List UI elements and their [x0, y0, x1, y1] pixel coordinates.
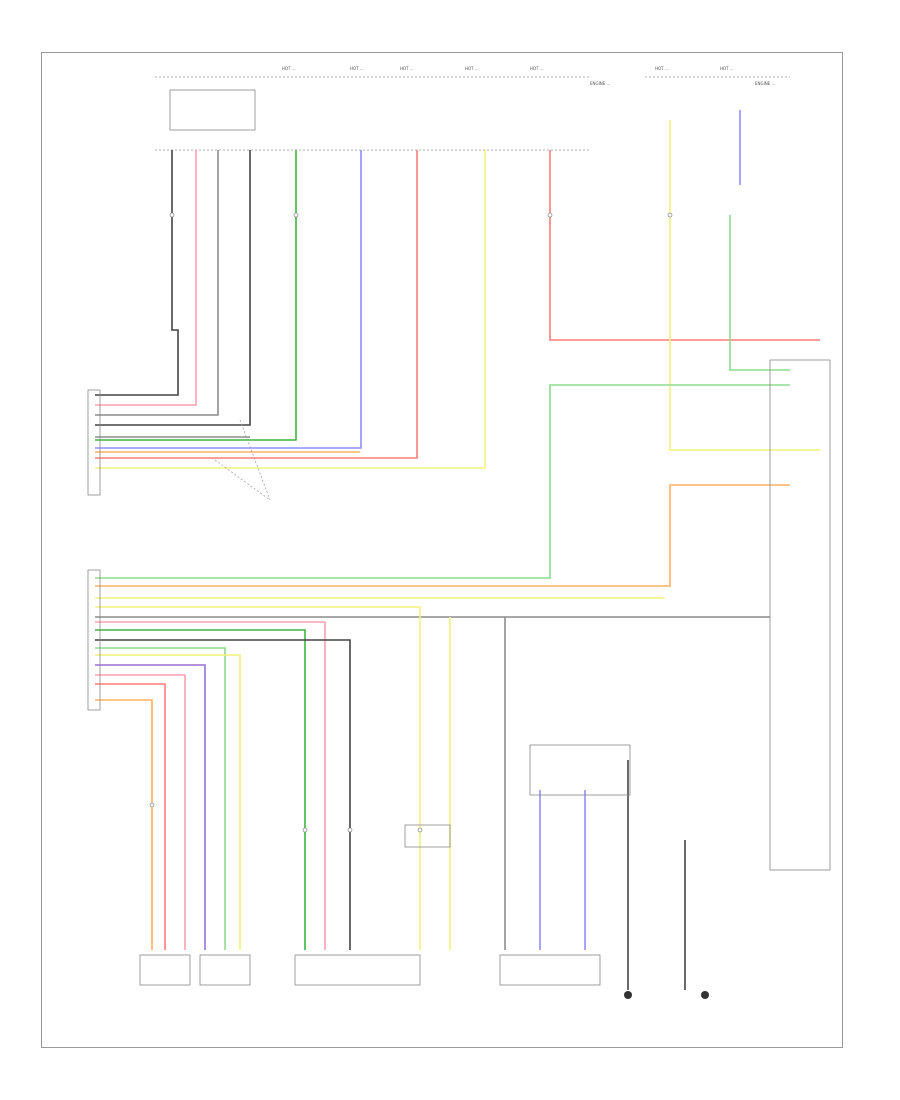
ground-1: [624, 991, 632, 999]
middle-wires: [95, 384, 790, 990]
svg-text:HOT ...: HOT ...: [400, 66, 414, 71]
wire-red-2: [549, 150, 820, 341]
sensor-b-box: [199, 954, 251, 986]
connector-pins: [149, 212, 673, 833]
sensor-a-box: [139, 954, 191, 986]
wire-black-3: [95, 639, 351, 950]
wire-orange-4: [95, 699, 153, 950]
svg-text:ENGINE ...: ENGINE ...: [590, 81, 610, 86]
wire-pink-4: [95, 674, 186, 950]
svg-text:HOT ...: HOT ...: [530, 66, 544, 71]
svg-text:HOT ...: HOT ...: [465, 66, 479, 71]
main-relay-box: [169, 89, 256, 131]
ground-2: [701, 991, 709, 999]
diagram-border: [41, 52, 843, 1048]
fuse-labels: HOT ... HOT ... HOT ... HOT ... HOT ... …: [169, 66, 775, 131]
top-vertical-wires: [95, 110, 820, 469]
wire-green-3: [95, 629, 306, 950]
combination-meter-box: [769, 359, 831, 871]
wire-gray-1: [95, 150, 219, 416]
grounds: [624, 991, 709, 999]
wire-pink-3: [95, 621, 326, 950]
svg-text:HOT ...: HOT ...: [720, 66, 734, 71]
wire-pink-1: [95, 150, 197, 406]
wire-black-1: [95, 150, 179, 396]
ecm-connector-b: [87, 569, 101, 711]
bottom-components: [139, 824, 601, 986]
svg-text:HOT ...: HOT ...: [350, 66, 364, 71]
wire-violet-4: [95, 664, 206, 950]
wire-yellow-4: [95, 654, 241, 950]
wire-blue-1: [95, 150, 362, 449]
solenoid-box: [294, 954, 421, 986]
wire-orange-long: [95, 484, 790, 587]
speed-sensor-box: [404, 824, 451, 848]
wire-green-long: [95, 384, 790, 579]
wire-red-1: [95, 150, 418, 459]
wire-lightgreen-4: [95, 647, 226, 950]
wire-yellow-1: [95, 150, 486, 469]
wire-yellow-mid: [95, 606, 421, 950]
wire-green-1: [95, 150, 297, 441]
switch-box: [499, 954, 601, 986]
wire-yellow-2: [669, 120, 820, 451]
wire-lightgreen-1: [729, 215, 790, 371]
svg-text:ENGINE ...: ENGINE ...: [755, 81, 775, 86]
ecm-connector-a: [87, 389, 101, 496]
switch-assembly-box: [529, 744, 631, 796]
svg-text:HOT ...: HOT ...: [282, 66, 296, 71]
wire-black-2: [95, 150, 251, 426]
wire-red-4: [95, 683, 166, 950]
svg-text:HOT ...: HOT ...: [655, 66, 669, 71]
leader-lines: [214, 419, 271, 501]
ecm-connectors: [87, 389, 101, 711]
